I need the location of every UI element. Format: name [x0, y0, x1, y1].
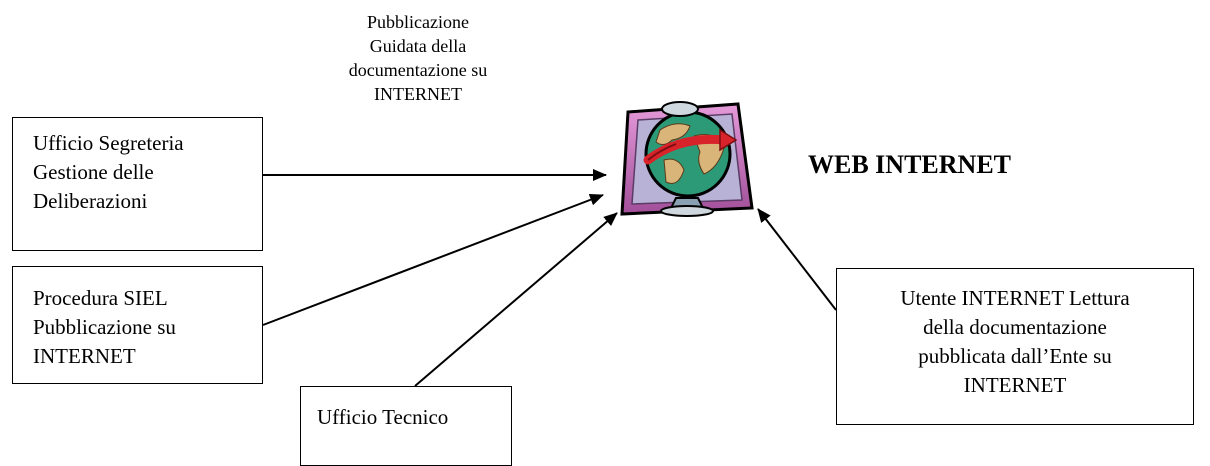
publication-caption: Pubblicazione Guidata della documentazio…	[348, 12, 488, 104]
arrow-tecnico-to-web	[414, 212, 618, 387]
box-procedura-siel-label: Procedura SIEL Pubblicazione su INTERNET	[33, 286, 176, 368]
box-ufficio-tecnico: Ufficio Tecnico	[300, 386, 512, 466]
box-utente-internet: Utente INTERNET Lettura della documentaz…	[836, 268, 1194, 425]
box-utente-internet-label: Utente INTERNET Lettura della documentaz…	[900, 286, 1130, 397]
web-internet-title: WEB INTERNET	[808, 150, 1011, 179]
arrow-siel-to-web	[262, 194, 604, 326]
connector-arrows	[262, 169, 837, 387]
arrow-utente-to-web	[757, 208, 837, 311]
box-ufficio-segreteria: Ufficio Segreteria Gestione delle Delibe…	[12, 117, 263, 251]
box-ufficio-segreteria-label: Ufficio Segreteria Gestione delle Delibe…	[33, 131, 184, 213]
web-globe-icon	[620, 101, 754, 217]
box-procedura-siel: Procedura SIEL Pubblicazione su INTERNET	[12, 266, 263, 384]
box-ufficio-tecnico-label: Ufficio Tecnico	[317, 405, 449, 429]
